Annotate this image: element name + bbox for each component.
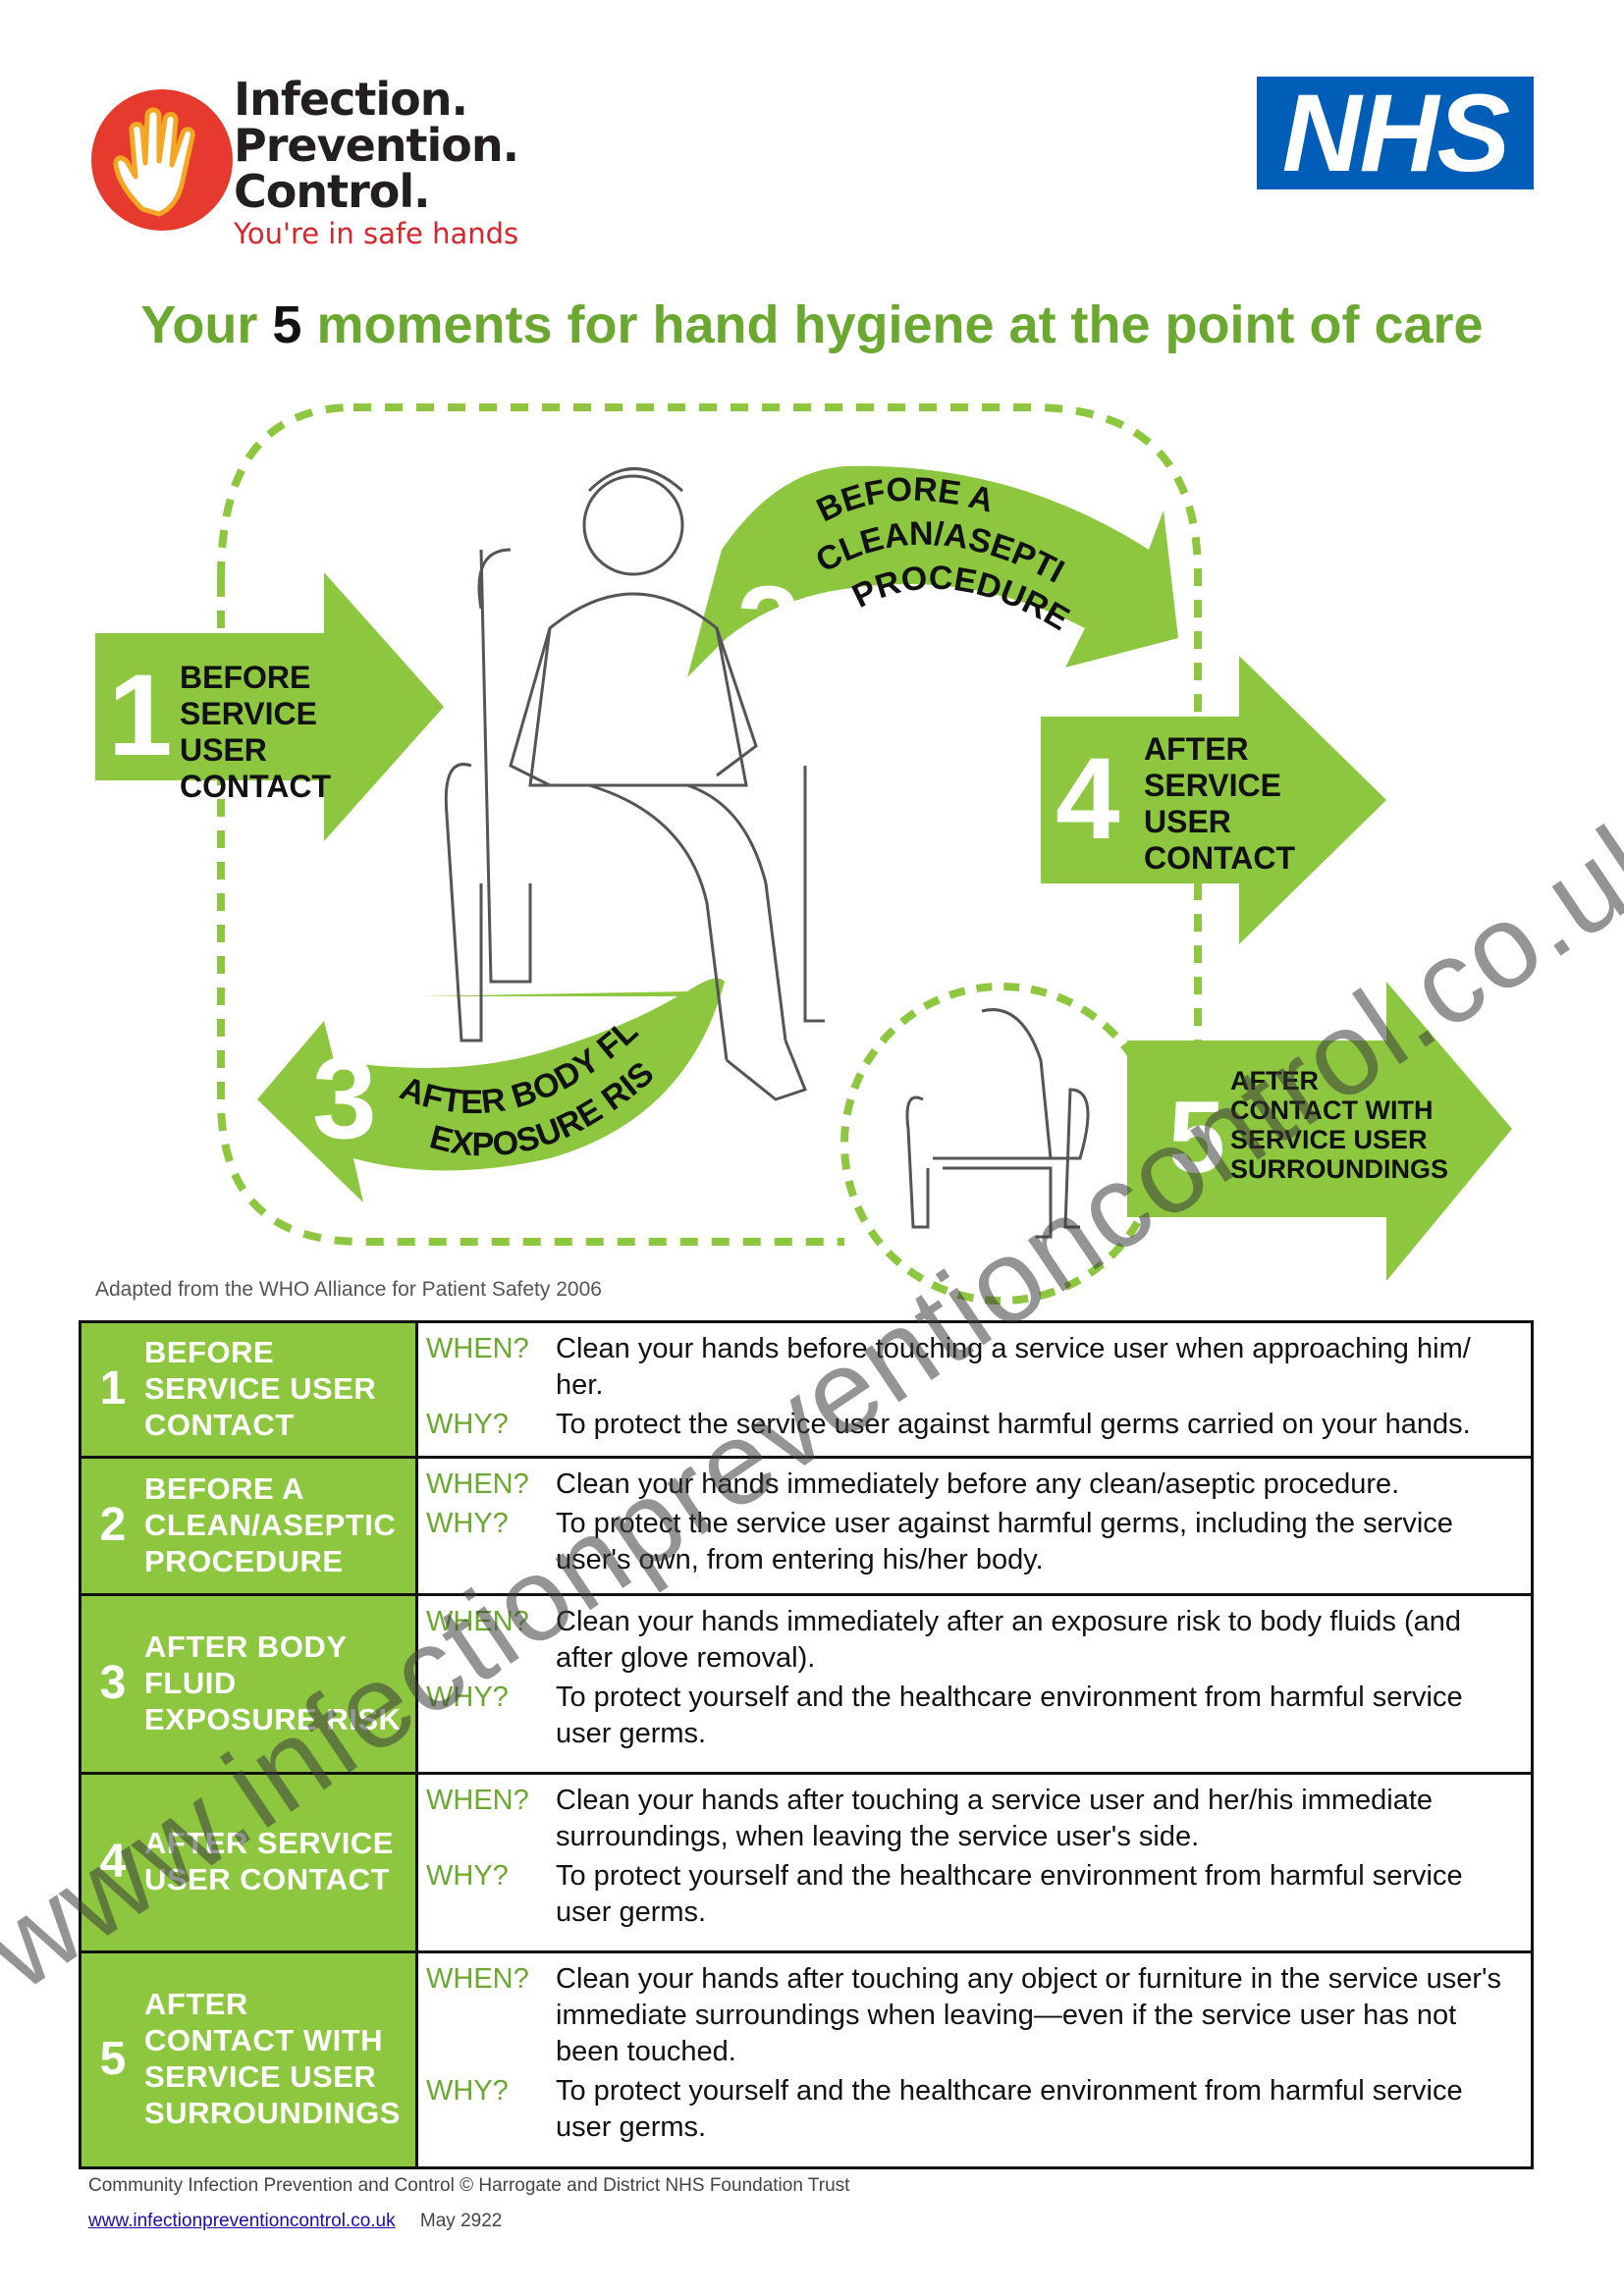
why-label: WHY? [426,2075,509,2107]
arrow-5-label-line: SURROUNDINGS [1230,1154,1449,1184]
why-text: To protect yourself and the healthcare e… [556,1682,1463,1749]
title-after: moments for hand hygiene at the point of… [301,295,1484,354]
diagram-graphics: BEFORE A CLEAN/ASEPTIC PROCEDURE AFTER B… [0,0,1512,1305]
when-label: WHEN? [426,1333,529,1364]
when-label: WHEN? [426,1468,529,1500]
logo-line-2: Prevention. [234,119,519,172]
arrow-2-number: 2 [736,562,801,692]
arrow-5-number: 5 [1168,1081,1225,1195]
arrow-4 [1041,656,1386,944]
row-heading: 4 AFTER SERVICE USER CONTACT [79,1772,418,1953]
when-text: Clean your hands immediately after an ex… [556,1606,1462,1674]
arrow-5-label-line: SERVICE USER [1230,1125,1428,1154]
arrow-5-label-line: CONTACT WITH [1230,1095,1434,1125]
row-number: 5 [99,2032,127,2085]
row-content: WHEN? Clean your hands immediately after … [415,1593,1534,1775]
arrow-1-label-line: CONTACT [180,769,332,804]
when-label: WHEN? [426,1785,529,1816]
when-text: Clean your hands after touching any obje… [556,1963,1502,2067]
arrow-4-label: AFTER SERVICE USER CONTACT [1144,731,1295,877]
title-number: 5 [272,295,302,354]
arrow-1-label-line: BEFORE [180,660,311,695]
logo-line-3: Control. [234,165,431,218]
when-text: Clean your hands before touching a servi… [556,1333,1471,1401]
table-row: 1 BEFORE SERVICE USER CONTACT WHEN? Clean … [79,1320,1534,1459]
surroundings-circle [840,983,1163,1305]
arrow-3 [257,978,725,1202]
row-label: BEFORE A CLEAN/ASEPTIC PROCEDURE [144,1470,397,1578]
row-label: AFTER CONTACT WITH SERVICE USER SURROUND… [144,1987,401,2130]
arrow-1-number: 1 [108,651,173,780]
why-label: WHY? [426,1508,509,1539]
arrow-4-number: 4 [1056,734,1120,864]
arrow-1 [95,572,444,841]
hand-logo-icon [91,89,233,231]
arrow-4-label-line: AFTER [1144,731,1249,767]
row-content: WHEN? Clean your hands after touching a s… [415,1772,1534,1953]
arrow-4-label-line: USER [1144,804,1231,839]
when-label: WHEN? [426,1606,529,1637]
ipc-logo: Infection. Prevention. Control. You're i… [88,77,520,263]
table-row: 2 BEFORE A CLEAN/ASEPTIC PROCEDURE WHEN? C… [79,1456,1534,1596]
row-heading: 5 AFTER CONTACT WITH SERVICE USER SURROUN… [79,1950,418,2169]
row-heading: 1 BEFORE SERVICE USER CONTACT [79,1320,418,1459]
row-number: 1 [99,1362,127,1415]
page-title: Your 5 moments for hand hygiene at the p… [0,294,1624,355]
arrow-1-label: BEFORE SERVICE USER CONTACT [180,660,331,805]
adapted-note: Adapted from the WHO Alliance for Patien… [95,1278,602,1301]
logo-tagline: You're in safe hands [234,217,519,250]
row-label: BEFORE SERVICE USER CONTACT [144,1334,377,1442]
table-row: 5 AFTER CONTACT WITH SERVICE USER SURROUN… [79,1950,1534,2169]
arrow-5 [1127,982,1512,1281]
when-label: WHEN? [426,1963,529,1995]
when-text: Clean your hands immediately before any … [556,1468,1400,1500]
footer-website-link[interactable]: www.infectionpreventioncontrol.co.uk [88,2211,396,2231]
row-content: WHEN? Clean your hands before touching a … [415,1320,1534,1459]
empty-chair-illustration [905,1008,1090,1239]
ipc-logo-text: Infection. Prevention. Control. You're i… [234,73,519,251]
arrow-3-number: 3 [312,1034,377,1163]
why-text: To protect yourself and the healthcare e… [556,2075,1463,2143]
why-label: WHY? [426,1860,509,1892]
service-user-illustration [444,467,825,1101]
row-content: WHEN? Clean your hands after touching any… [415,1950,1534,2169]
arrow-5-label: AFTER CONTACT WITH SERVICE USER SURROUND… [1230,1066,1448,1184]
row-heading: 3 AFTER BODY FLUID EXPOSURE RISK [79,1593,418,1775]
when-text: Clean your hands after touching a servic… [556,1785,1434,1852]
row-label: AFTER SERVICE USER CONTACT [144,1826,394,1896]
footer-credit: Community Infection Prevention and Contr… [88,2175,850,2196]
five-moments-diagram: BEFORE A CLEAN/ASEPTIC PROCEDURE AFTER B… [0,0,1512,1305]
arrow-1-label-line: USER [180,732,267,768]
moments-table: 1 BEFORE SERVICE USER CONTACT WHEN? Clean … [79,1320,1534,2169]
patient-zone-border [217,403,1202,1246]
table-row: 4 AFTER SERVICE USER CONTACT WHEN? Clean y… [79,1772,1534,1953]
arrow-4-label-line: CONTACT [1144,840,1296,876]
why-text: To protect yourself and the healthcare e… [556,1860,1463,1928]
why-label: WHY? [426,1409,509,1440]
arrow-5-label-line: AFTER [1230,1066,1319,1095]
nhs-logo: NHS [1257,77,1534,189]
footer-date: May 2922 [419,2211,503,2231]
arrow-2 [687,465,1178,677]
row-number: 2 [99,1498,127,1551]
arrow-4-label-line: SERVICE [1144,768,1281,803]
row-number: 4 [99,1835,127,1888]
row-heading: 2 BEFORE A CLEAN/ASEPTIC PROCEDURE [79,1456,418,1596]
why-text: To protect the service user against harm… [556,1409,1471,1440]
why-label: WHY? [426,1682,509,1713]
row-content: WHEN? Clean your hands immediately before… [415,1456,1534,1596]
row-label: AFTER BODY FLUID EXPOSURE RISK [144,1629,402,1736]
arrow-3-caption-line-1: AFTER BODY FLUID [0,0,645,1121]
arrow-1-label-line: SERVICE [180,696,317,731]
row-number: 3 [99,1656,127,1709]
footer-links: www.infectionpreventioncontrol.co.uk May… [88,2211,502,2232]
table-row: 3 AFTER BODY FLUID EXPOSURE RISK WHEN? Cle… [79,1593,1534,1775]
title-before: Your [140,295,273,354]
why-text: To protect the service user against harm… [556,1508,1453,1575]
logo-line-1: Infection. [234,73,468,126]
